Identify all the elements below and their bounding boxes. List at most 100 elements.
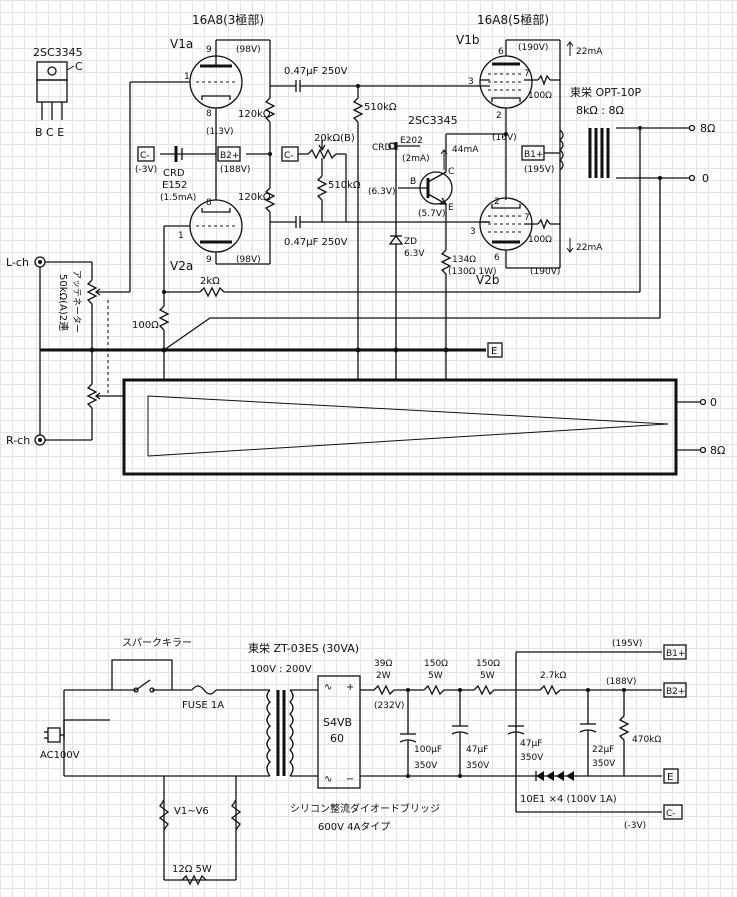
v188-ps: (188V) [606,677,636,687]
c47b-label: 47μF [520,739,542,749]
r510-mid-label: 510kΩ [328,180,361,191]
v232-label: (232V) [374,701,404,711]
crd-left-v: (-3V) [135,165,157,175]
term-b1-ps: B1+ [666,649,685,659]
v2b-plate-v: (190V) [530,267,560,277]
c22-v: 350V [592,759,616,769]
vr20-label: 20kΩ(B) [314,133,355,144]
v2-type-label: 16A8(5極部) [477,12,549,27]
tube-v2b: 2 6 (190V) 3 7 100Ω V2b 22mA [470,197,603,287]
opt-ratio: 8kΩ : 8Ω [576,104,624,117]
c100-label: 100μF [414,745,442,755]
term-b2-left: B2+ [220,151,239,161]
opt-name: 東栄 OPT-10P [570,85,641,99]
v2b-label: V2b [476,273,499,287]
v1a-pin9: 9 [206,45,212,55]
r39-w: 2W [376,671,391,681]
diode-label: 10E1 ×4 (100V 1A) [520,794,617,805]
c47a-v: 350V [466,761,490,771]
coupling-caps: 0.47μF 250V 0.47μF 250V [270,66,490,248]
term-b1-opt: B1+ [524,150,543,160]
out-0-bottom: 0 [710,396,717,409]
crd2-label: CRD [372,143,392,153]
v2a-pin1: 1 [178,231,184,241]
bridge-ac-bottom: ∿ [324,774,332,785]
balance-pot: C- 20kΩ(B) 510kΩ [281,133,361,222]
r150b-label: 150Ω [476,659,500,669]
zd-v: 6.3V [404,249,425,259]
heater-label: V1~V6 [174,806,209,817]
v1b-pin6: 6 [498,47,504,57]
v1b-pin7: 7 [524,69,530,79]
r100-fb: 100Ω [132,320,159,331]
i22-top: 22mA [576,47,603,57]
pt-name: 東栄 ZT-03ES (30VA) [248,641,359,655]
ac-label: AC100V [40,750,80,761]
pinout-bce: B C E [35,126,64,139]
c-couple-bottom: 0.47μF 250V [284,237,348,248]
r120a-label: 120kΩ [238,109,271,120]
b1-opt-v: (195V) [524,165,554,175]
term-c-mid: C- [284,151,294,161]
crd-e152-current: (1.5mA) [160,193,196,203]
r510-top-label: 510kΩ [364,102,397,113]
r39-label: 39Ω [374,659,392,669]
out-8-bottom: 8Ω [710,444,725,457]
bridge-desc2: 600V 4Aタイプ [318,821,390,833]
pinout-c: C [75,60,83,73]
v1b-label: V1b [456,33,479,47]
v1b-pin3: 3 [468,77,474,87]
r150a-w: 5W [428,671,443,681]
v2b-pin3: 3 [470,227,476,237]
v2a-label: V2a [170,259,193,273]
term-e-ps: E [667,772,673,783]
lch-label: L-ch [6,256,29,269]
output-transformer: 東栄 OPT-10P 8kΩ : 8Ω 8Ω 0 B1+ (195V) [521,40,715,318]
crd2-current: (2mA) [402,154,430,164]
rch-channel-box: 0 8Ω [122,378,725,476]
bridge-ac-top: ∿ [324,682,332,693]
feedback-network: 2kΩ 100Ω [132,226,660,380]
spark-killer-label: スパークキラー [122,637,192,649]
plate-load-resistors: 120kΩ 120kΩ B2+ (188V) [217,40,276,264]
term-b2-ps: B2+ [666,687,685,697]
crd-e152-label: CRD [163,168,185,179]
tube-v1b: 16A8(5極部) V1b 6 (190V) 3 7 100Ω 2 (16V) … [456,12,603,196]
i22-bottom: 22mA [576,243,603,253]
term-e-top: E [491,346,497,357]
vm3-ps: (-3V) [624,821,646,831]
v2b-pin6: 6 [494,253,500,263]
b2-left-v: (188V) [220,165,250,175]
tr-b-label: B [410,177,416,187]
r470-label: 470kΩ [632,735,661,745]
v2a-pin9: 9 [206,255,212,265]
tube-v2a: 8 9 (98V) 1 V2a [164,150,270,273]
r134-sub: (130Ω 1W) [448,267,497,277]
ground-bus: E [40,342,503,358]
v1a-pin1: 1 [184,72,190,82]
tr-c-label: C [448,167,454,177]
fuse-label: FUSE 1A [182,700,224,711]
v2a-pin8: 8 [206,198,212,208]
v2b-pin7: 7 [524,213,530,223]
vol-label: 50kΩ(A)2連 [57,274,70,331]
term-c-left: C- [140,151,150,161]
term-c-ps: C- [666,809,676,819]
bridge-name: S4VB [323,716,352,729]
tr-e-v: (5.7V) [418,209,446,219]
pinout-title: 2SC3345 [33,46,83,59]
r100-v1b: 100Ω [528,91,552,101]
bridge-name2: 60 [330,732,344,745]
input-section: L-ch 50kΩ(A)2連 アッテネーター R-ch [6,82,131,447]
r150b-w: 5W [480,671,495,681]
c100-v: 350V [414,761,438,771]
v195-ps: (195V) [612,639,642,649]
out-8-top: 8Ω [700,122,715,135]
v1b-plate-v: (190V) [518,43,548,53]
crd-e152-type: E152 [162,180,187,191]
pt-ratio: 100V : 200V [250,664,312,675]
v1b-pin2: 2 [496,111,502,121]
zd-label: ZD [404,237,417,247]
tr-e-label: E [448,203,454,213]
